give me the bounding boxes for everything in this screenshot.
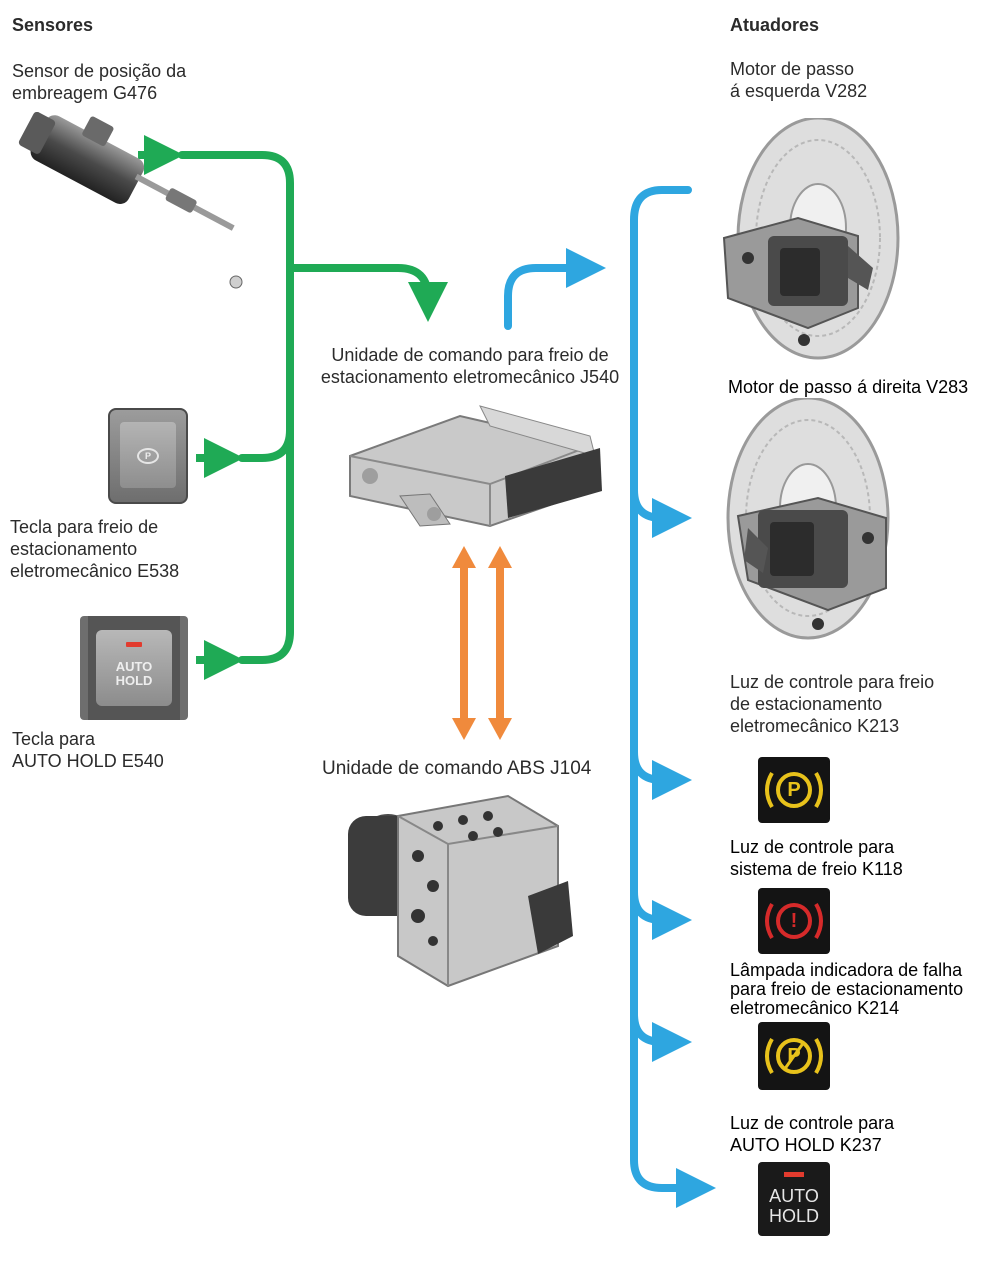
j540-label-line1: Unidade de comando para freio de [331,345,609,365]
k214-label: Lâmpada indicadora de falha para freio d… [730,961,963,1018]
autohold-button-image: AUTO HOLD [80,616,188,720]
k213-label-line1: Luz de controle para freio [730,672,935,692]
sensors-heading: Sensores [12,15,94,35]
motor-left-label-line1: Motor de passo [730,59,855,79]
brake-button-label-line2: estacionamento [10,539,138,559]
k213-lamp-image: P [758,757,830,823]
autohold-key-line2: HOLD [115,673,153,688]
j540-label: Unidade de comando para freio de estacio… [300,344,640,388]
k237-label-line2: AUTO HOLD K237 [730,1135,882,1155]
k118-label-line1: Luz de controle para [730,837,895,857]
abs-label: Unidade de comando ABS J104 [322,758,592,779]
k237-led-icon [784,1172,804,1177]
can-bus-arrows [452,546,512,740]
autohold-button-label: Tecla para AUTO HOLD E540 [12,728,164,772]
k214-parking-fault-icon: P [787,1045,801,1067]
autohold-button-label-line2: AUTO HOLD E540 [12,751,164,771]
k214-label-line2: para freio de estacionamento [730,979,964,999]
k213-label: Luz de controle para freio de estacionam… [730,671,934,737]
autohold-button-label-line1: Tecla para [12,729,96,749]
clutch-sensor-label: Sensor de posição da embreagem G476 [12,60,186,104]
k118-label: Luz de controle para sistema de freio K1… [730,836,903,880]
j540-label-line2: estacionamento eletromecânico J540 [320,367,620,387]
parking-brake-button-image: P [108,408,188,504]
clutch-position-sensor-image [18,112,243,289]
motor-left-label: Motor de passo á esquerda V282 [730,58,867,102]
k237-label: Luz de controle para AUTO HOLD K237 [730,1112,894,1156]
j540-control-unit-image [349,405,602,528]
k237-label-line1: Luz de controle para [730,1113,895,1133]
brake-button-label: Tecla para freio de estacionamento eletr… [10,516,179,582]
k214-lamp-image: P [758,1022,830,1090]
autohold-led-icon [126,642,142,647]
left-brake-caliper-image [722,118,900,360]
motor-right-label: Motor de passo á direita V283 [728,377,969,397]
clutch-sensor-label-line2: embreagem G476 [12,83,158,103]
k237-lamp-image: AUTO HOLD [758,1162,830,1236]
k237-key-line2: HOLD [768,1206,819,1226]
k214-label-line1: Lâmpada indicadora de falha [730,960,963,980]
parking-p-icon: P [137,448,159,464]
k237-key-line1: AUTO [769,1186,819,1206]
motor-left-label-line2: á esquerda V282 [730,81,868,101]
clutch-sensor-label-line1: Sensor de posição da [12,61,187,81]
autohold-key-line1: AUTO [115,659,153,674]
k213-label-line3: eletromecânico K213 [730,716,900,736]
k118-lamp-image: ! [758,888,830,954]
k213-label-line2: de estacionamento [730,694,883,714]
sensor-bus [178,151,448,664]
brake-button-label-line1: Tecla para freio de [10,517,159,537]
abs-control-unit-image [348,794,573,988]
k118-warning-icon: ! [790,910,798,932]
k118-label-line2: sistema de freio K118 [730,859,903,879]
brake-button-label-line3: eletromecânico E538 [10,561,180,581]
actuators-heading: Atuadores [730,15,820,35]
sensor-input-arrows [138,135,244,680]
k214-label-line3: eletromecânico K214 [730,998,900,1018]
right-brake-caliper-image [726,398,890,640]
k213-parking-icon: P [787,779,801,801]
actuator-bus [504,186,716,1208]
